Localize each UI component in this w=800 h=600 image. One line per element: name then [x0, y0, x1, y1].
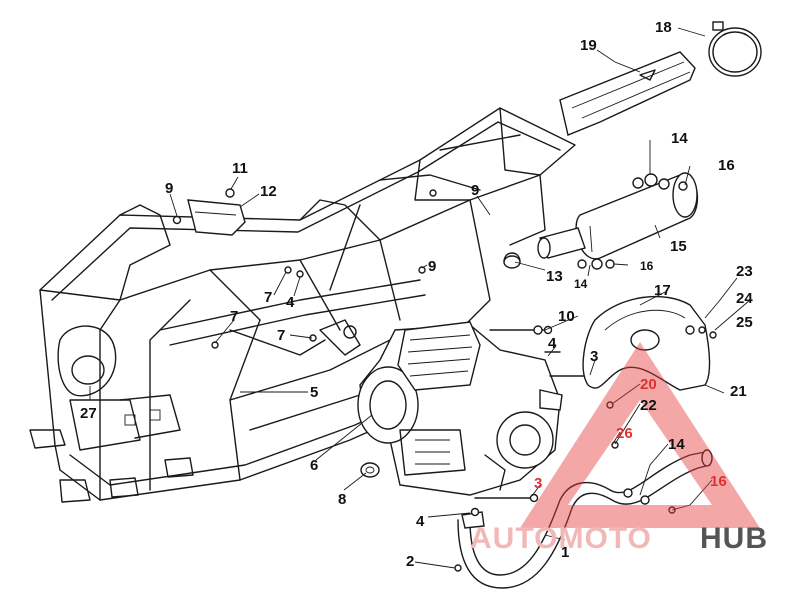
muffler-fixings — [577, 173, 688, 270]
callout-2: 2 — [406, 553, 414, 570]
callout-7a: 7 — [264, 289, 272, 306]
callout-10: 10 — [558, 308, 575, 325]
callout-3a: 3 — [590, 348, 598, 365]
mount-bracket — [172, 188, 246, 236]
callout-4b: 4 — [548, 335, 557, 352]
callout-14c: 14 — [668, 436, 685, 453]
callout-14a: 14 — [671, 130, 688, 147]
callout-25: 25 — [736, 314, 753, 331]
callout-4a: 4 — [286, 294, 295, 311]
callout-14b: 14 — [574, 277, 588, 291]
callout-17: 17 — [654, 282, 671, 299]
callout-9b: 9 — [471, 182, 479, 199]
callout-15: 15 — [670, 238, 687, 255]
callout-26: 26 — [616, 425, 633, 442]
rubber-mount — [503, 252, 521, 269]
callout-21: 21 — [730, 383, 747, 400]
callout-12: 12 — [260, 183, 277, 200]
callout-27: 27 — [80, 405, 97, 422]
clamp — [708, 21, 762, 77]
callout-13: 13 — [546, 268, 563, 285]
exhaust-cover — [582, 295, 717, 391]
small-bolts — [211, 189, 676, 572]
callout-16c: 16 — [710, 473, 727, 490]
heat-shield — [559, 51, 696, 136]
callout-6: 6 — [310, 457, 318, 474]
callout-7b: 7 — [230, 308, 238, 325]
callout-16b: 16 — [640, 259, 654, 273]
frame — [29, 107, 576, 503]
callout-7c: 7 — [277, 327, 285, 344]
callout-9c: 9 — [428, 258, 436, 275]
callout-1: 1 — [561, 544, 569, 561]
callout-16a: 16 — [718, 157, 735, 174]
callout-3b: 3 — [534, 475, 542, 492]
callouts: 1 2 3 3 4 4 4 5 6 7 7 7 8 9 9 9 10 11 12… — [80, 19, 753, 570]
watermark-text-automoto: AUTOMOTO — [470, 522, 652, 555]
watermark-text-hub: HUB — [700, 522, 768, 555]
callout-24: 24 — [736, 290, 753, 307]
callout-11: 11 — [232, 160, 248, 177]
callout-19: 19 — [580, 37, 597, 54]
callout-5: 5 — [310, 384, 318, 401]
callout-22: 22 — [640, 397, 657, 414]
callout-9a: 9 — [165, 180, 173, 197]
leader-lines — [89, 27, 751, 569]
callout-18: 18 — [655, 19, 672, 36]
engine — [357, 321, 563, 496]
watermark: AUTOMOTO HUB — [470, 342, 768, 555]
callout-23: 23 — [736, 263, 753, 280]
callout-8: 8 — [338, 491, 346, 508]
callout-4c: 4 — [416, 513, 425, 530]
callout-20: 20 — [640, 376, 657, 393]
